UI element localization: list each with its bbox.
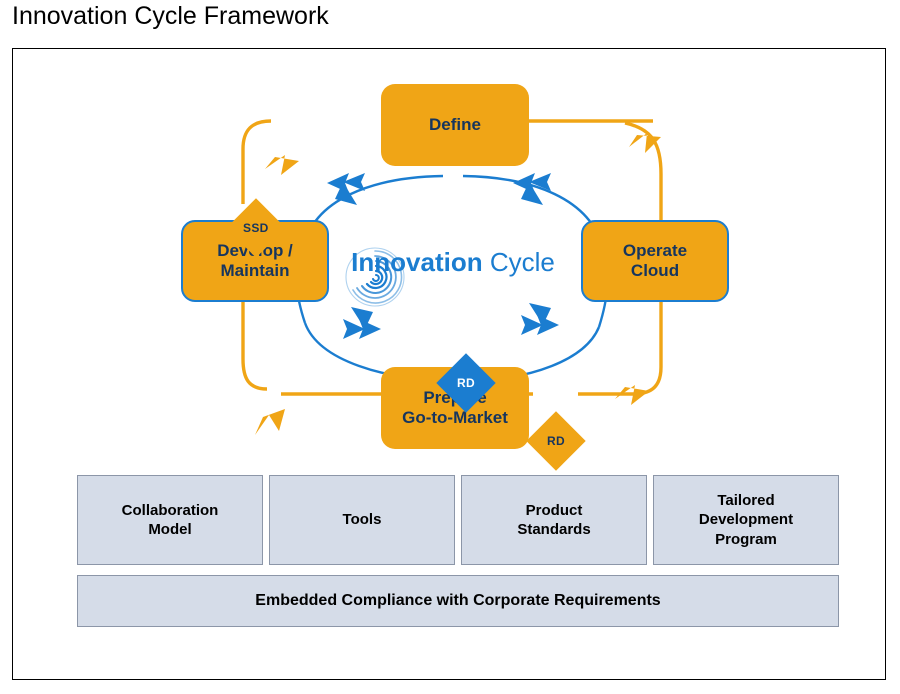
inner-loop-arrowhead bbox=[327, 173, 559, 339]
logo-bold-word: Innovation bbox=[351, 247, 483, 277]
phase-label-define: Define bbox=[429, 114, 481, 134]
page-title: Innovation Cycle Framework bbox=[12, 2, 329, 30]
diagram-frame: Innovation Cycle Define Develop /Maintai… bbox=[12, 48, 886, 680]
foundation-label-embedded-compliance: Embedded Compliance with Corporate Requi… bbox=[255, 591, 661, 609]
spiral-icon bbox=[345, 247, 405, 307]
foundation-box-tools[interactable]: Tools bbox=[269, 475, 455, 565]
foundation-bar-embedded-compliance[interactable]: Embedded Compliance with Corporate Requi… bbox=[77, 575, 839, 627]
foundation-label-tools: Tools bbox=[342, 511, 382, 529]
badge-label-rd-right: RD bbox=[547, 434, 565, 448]
phase-box-define[interactable]: Define bbox=[381, 84, 529, 166]
badge-label-rd-center: RD bbox=[457, 376, 475, 390]
diagram-canvas: Innovation Cycle Define Develop /Maintai… bbox=[13, 49, 887, 681]
innovation-cycle-logo: Innovation Cycle bbox=[343, 245, 563, 355]
badge-label-ssd: SSD bbox=[243, 220, 269, 235]
logo-text: Innovation Cycle bbox=[351, 247, 555, 278]
logo-regular-word: Cycle bbox=[489, 247, 555, 277]
outer-loop-arrowhead bbox=[255, 133, 661, 435]
phase-box-develop-maintain[interactable]: Develop /Maintain bbox=[181, 220, 329, 302]
